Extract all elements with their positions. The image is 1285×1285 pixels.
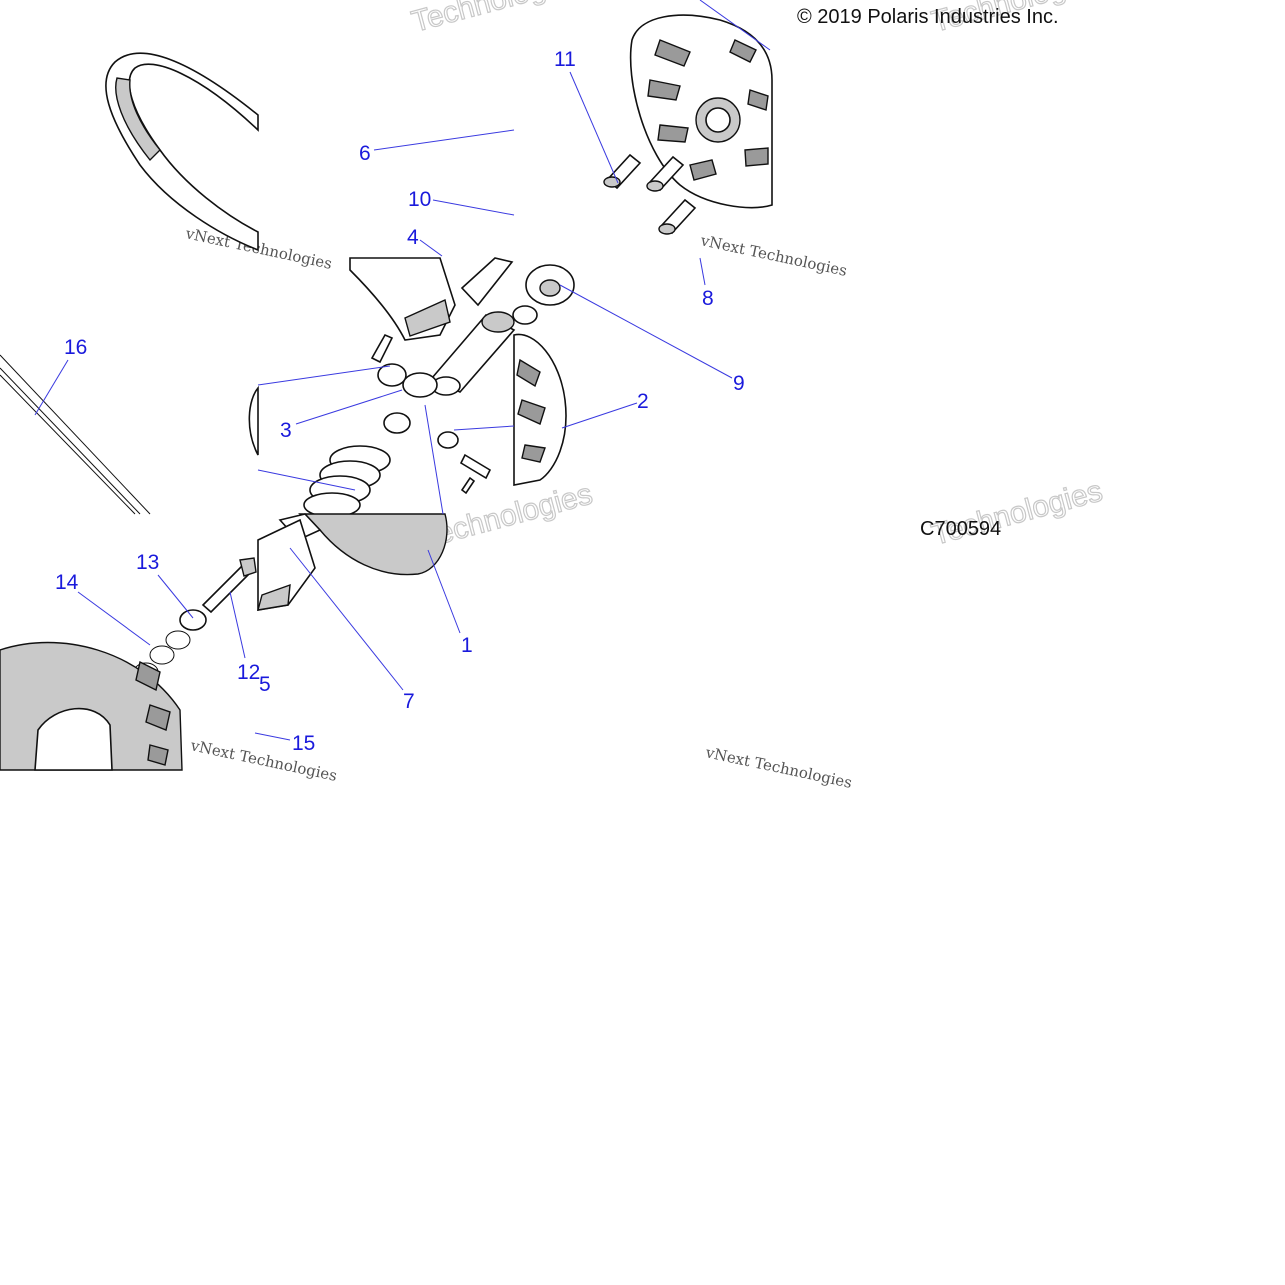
rollers-3	[370, 333, 492, 495]
callout-7: 7	[403, 690, 415, 713]
callout-labels: 1 2 3 4 5 6 7 8 9 10 11 12 13 14 15 16	[55, 48, 745, 755]
callout-4: 4	[407, 226, 419, 249]
callout-3: 3	[280, 419, 292, 442]
leader-lines	[34, 0, 771, 741]
callout-14: 14	[55, 571, 79, 594]
bolts-11	[603, 153, 697, 235]
callout-9: 9	[733, 372, 745, 395]
copyright-notice: © 2019 Polaris Industries Inc.	[797, 6, 1059, 28]
leader-1	[427, 549, 461, 634]
leader-spring	[257, 469, 356, 491]
leader-12	[229, 591, 246, 659]
bracket-7	[257, 518, 316, 611]
leader-shaft	[453, 425, 515, 431]
diagram-code: C700594	[920, 518, 1001, 540]
drive-belt-upper	[105, 52, 259, 252]
callout-1: 1	[461, 634, 473, 657]
leader-13	[157, 574, 194, 619]
leader-top	[699, 0, 771, 51]
spring	[248, 385, 391, 518]
leader-14	[77, 591, 151, 646]
leader-9	[559, 284, 733, 379]
spider-assembly	[629, 14, 773, 209]
watermark-vnext: vNext Technologies	[188, 736, 338, 785]
callout-8: 8	[702, 287, 714, 310]
watermark-vnext: vNext Technologies	[703, 743, 853, 792]
callout-12: 12	[237, 661, 260, 684]
watermark-vnext: vNext Technologies	[698, 231, 848, 280]
leader-4	[419, 239, 443, 257]
bolt-12	[201, 557, 257, 614]
leader-6	[373, 129, 515, 151]
watermark-technologies: Technologies	[928, 475, 1106, 552]
leader-16	[34, 359, 69, 416]
callout-2: 2	[637, 390, 649, 413]
callout-11: 11	[554, 48, 576, 71]
callout-10: 10	[408, 188, 431, 211]
callout-6: 6	[359, 142, 371, 165]
watermark-technologies: Technologies	[408, 0, 586, 39]
sheave-2	[513, 333, 567, 486]
washer-9	[525, 264, 575, 306]
callout-13: 13	[136, 551, 159, 574]
leader-7	[289, 547, 404, 691]
leader-3b	[257, 365, 391, 386]
leader-10	[432, 199, 515, 216]
callout-15: 15	[292, 732, 315, 755]
drive-belt-16	[0, 354, 151, 515]
callout-16: 16	[64, 336, 87, 359]
leader-2	[561, 402, 638, 429]
callout-5: 5	[259, 673, 271, 696]
leader-3	[295, 389, 403, 425]
leader-8	[699, 257, 706, 286]
sheave-15	[0, 641, 183, 771]
leader-15	[254, 732, 291, 741]
leader-roller	[424, 404, 444, 515]
leader-11	[569, 71, 619, 184]
belt-section-center	[349, 257, 456, 341]
